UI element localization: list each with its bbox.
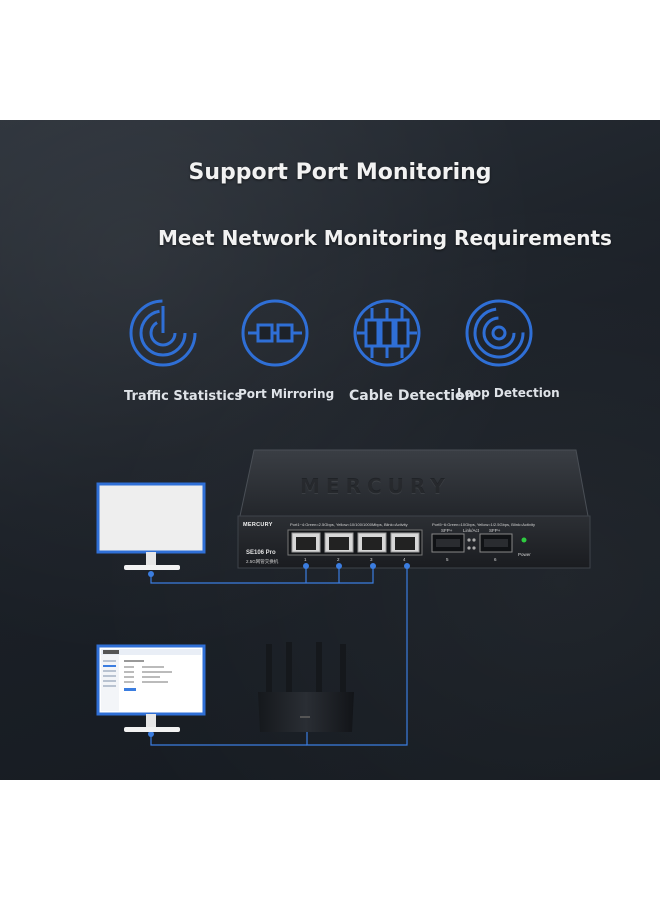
port-number-4: 4 [403,557,406,562]
network-switch [237,449,591,569]
monitor-1 [96,482,206,570]
port-number-2: 2 [337,557,340,562]
connection-nodes [148,563,410,737]
sfp-label-5: SFP+ [441,528,453,533]
port-number-3: 3 [370,557,373,562]
port-number-6: 6 [494,557,497,562]
link-act-label: Link/Act [463,528,480,533]
sfp-legend: Port5~6:Green=10Gbps, Yellow=1/2.5Gbps, … [432,522,535,527]
feature-label-port-mirroring: Port Mirroring [238,387,335,401]
port-number-1: 1 [304,557,307,562]
subheadline: Meet Network Monitoring Requirements [158,226,612,250]
sfp-label-6: SFP+ [489,528,501,533]
feature-label-loop-detection: Loop Detection [457,386,560,400]
feature-label-cable-detection: Cable Detection [349,388,475,404]
switch-model: SE106 Pro [246,550,276,556]
monitor-2 [96,644,206,732]
headline: Support Port Monitoring [188,160,492,185]
sfp-port-group [431,533,513,553]
switch-top-logo: MERCURY [300,474,451,498]
port-mirroring-icon [241,299,309,367]
switch-subtitle: 2.5G网管交换机 [246,559,279,564]
network-diagram [96,449,591,746]
router [258,642,354,732]
switch-front-logo: MERCURY [243,522,273,528]
loop-detection-icon [465,299,533,367]
power-led [521,537,527,543]
connection-lines [150,566,408,746]
port-number-5: 5 [446,557,449,562]
feature-label-traffic-statistics: Traffic Statistics [124,389,243,404]
rj45-legend: Port1~4:Green=2.5Gbps, Yellow=10/100/100… [290,522,408,527]
power-label: Power [518,552,531,557]
hero-panel: Support Port Monitoring Meet Network Mon… [0,120,660,780]
rj45-port-group [287,529,423,556]
cable-detection-icon [353,299,421,367]
traffic-statistics-icon [129,299,197,367]
